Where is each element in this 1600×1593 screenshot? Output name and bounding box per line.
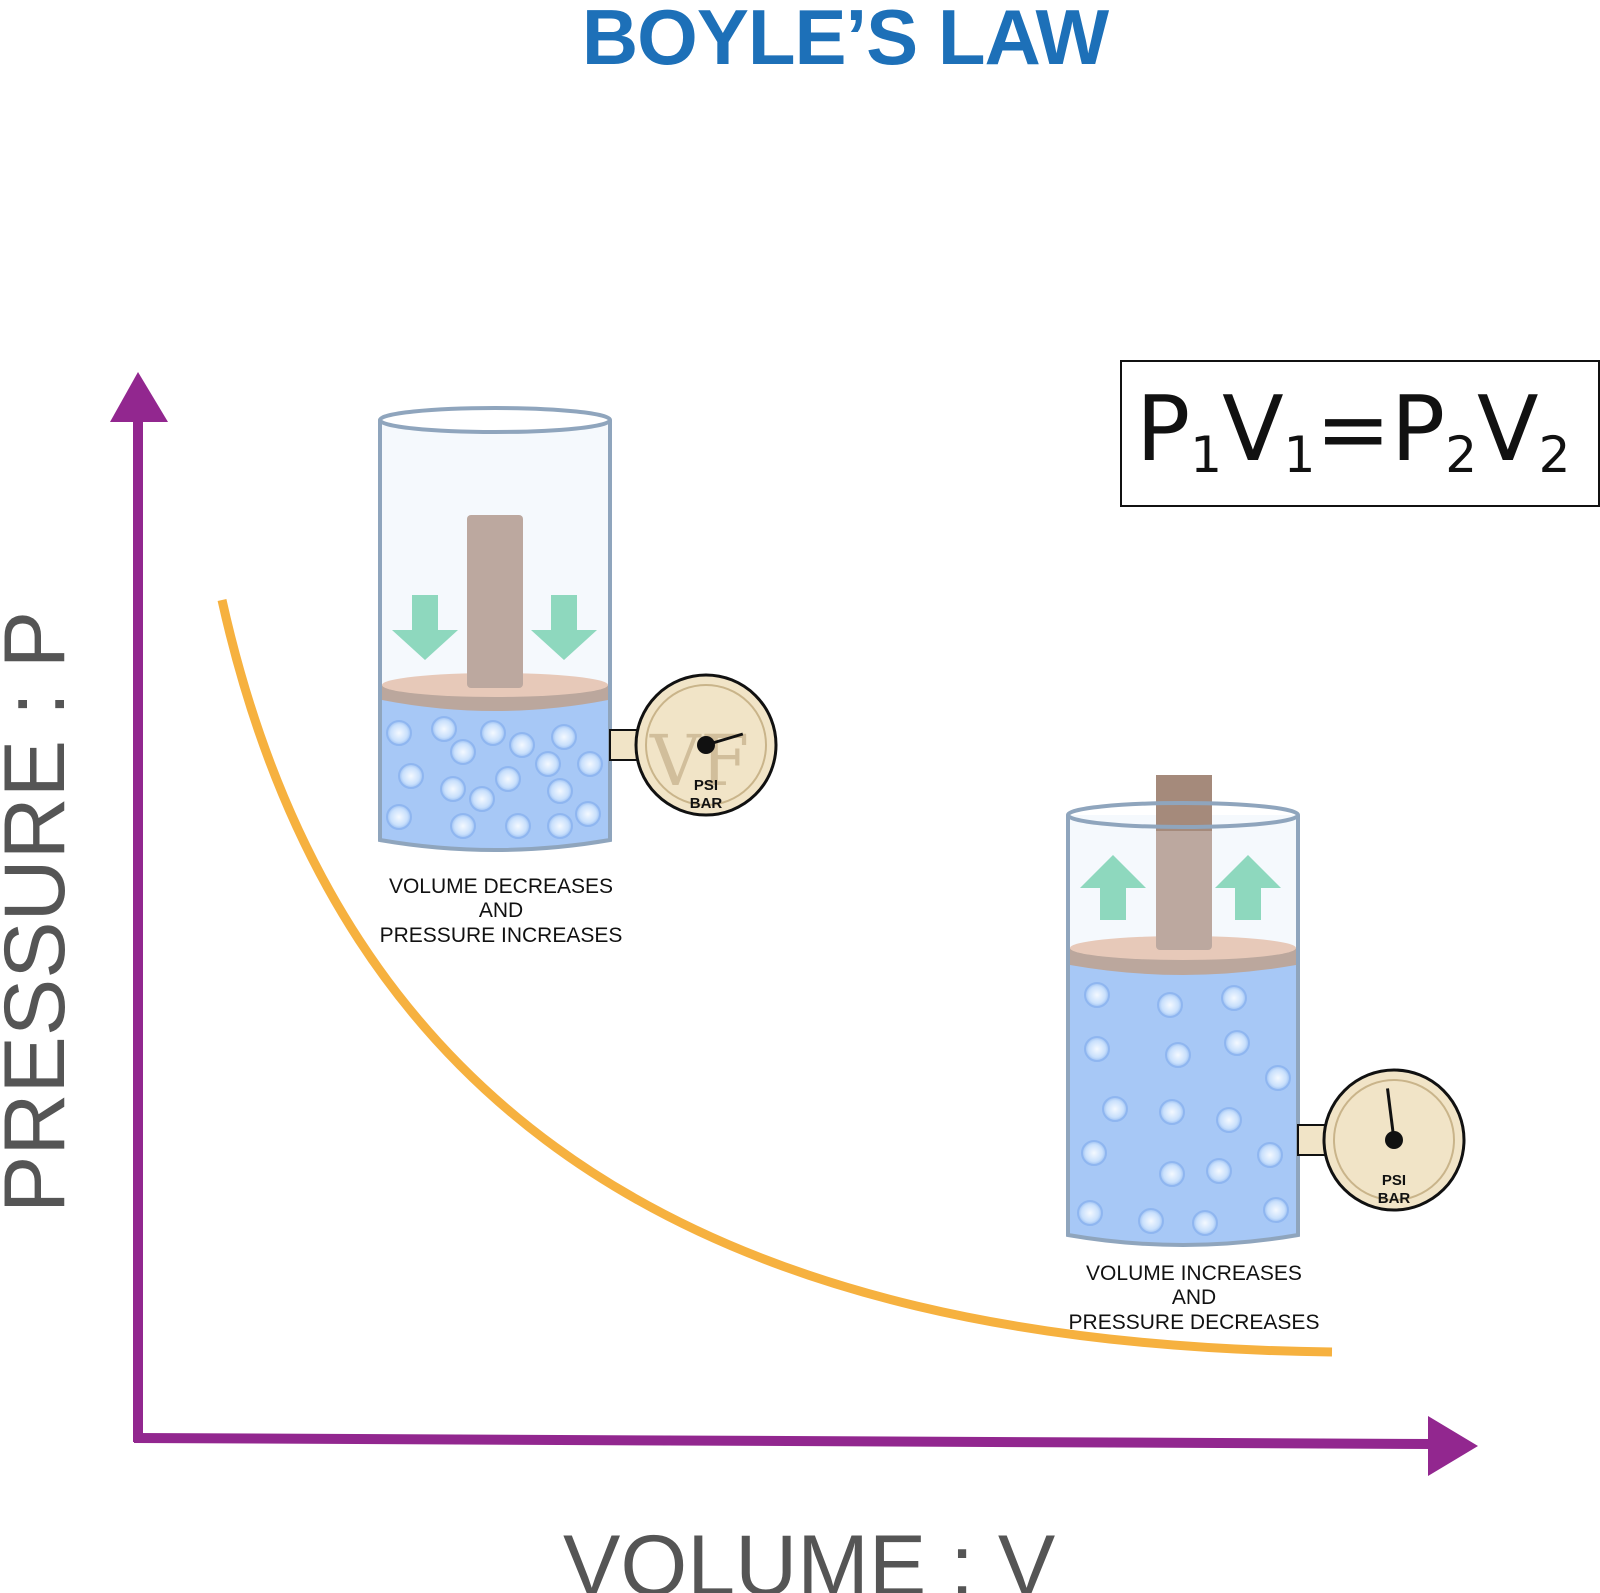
right-caption-line1: VOLUME INCREASES bbox=[1086, 1262, 1302, 1285]
formula-equals: = bbox=[1315, 377, 1390, 482]
gas-molecule bbox=[535, 751, 561, 777]
gas-molecule bbox=[386, 720, 412, 746]
gas-molecule bbox=[386, 804, 412, 830]
y-axis bbox=[110, 372, 168, 1442]
gas-molecule bbox=[450, 813, 476, 839]
gauge-label-psi: PSI bbox=[694, 777, 718, 794]
down-arrow-icon bbox=[392, 595, 458, 660]
y-axis-label: PRESSURE : P bbox=[0, 611, 83, 1213]
gas-molecule bbox=[1221, 985, 1247, 1011]
gas-molecule bbox=[1263, 1197, 1289, 1223]
formula-text: P1V1=P2V2 bbox=[1136, 377, 1570, 484]
formula-v1: V bbox=[1222, 377, 1284, 482]
gas-molecule bbox=[1077, 1200, 1103, 1226]
gas-molecule bbox=[547, 813, 573, 839]
piston-rod bbox=[467, 515, 523, 688]
watermark: VF bbox=[649, 720, 749, 802]
x-axis bbox=[133, 1416, 1478, 1476]
gas-molecules bbox=[386, 716, 603, 839]
compressed-cylinder: VF PSI BAR bbox=[378, 406, 778, 852]
gas-molecule bbox=[575, 801, 601, 827]
gas-molecule bbox=[509, 732, 535, 758]
formula-p1: P bbox=[1136, 377, 1190, 482]
gas-molecule bbox=[1224, 1030, 1250, 1056]
left-caption-line1: VOLUME DECREASES bbox=[389, 875, 613, 898]
gas-molecule bbox=[505, 813, 531, 839]
gas-molecule bbox=[547, 778, 573, 804]
gas-molecule bbox=[1102, 1096, 1128, 1122]
formula-v2: V bbox=[1477, 377, 1539, 482]
expanded-gas bbox=[1069, 955, 1297, 1245]
down-arrow-icon bbox=[531, 595, 597, 660]
x-axis-label: VOLUME : V bbox=[563, 1518, 1055, 1593]
up-arrow-icon bbox=[1080, 855, 1146, 920]
left-caption-line2: AND bbox=[479, 899, 523, 922]
gas-molecule bbox=[1165, 1042, 1191, 1068]
gas-molecule bbox=[480, 720, 506, 746]
formula-p2: P bbox=[1391, 377, 1445, 482]
formula-box: P1V1=P2V2 bbox=[1120, 360, 1600, 507]
gauge-label-bar: BAR bbox=[1378, 1190, 1411, 1207]
gas-molecule bbox=[1265, 1065, 1291, 1091]
page-title: BOYLE’S LAW bbox=[581, 0, 1109, 81]
pressure-volume-curve bbox=[217, 599, 1333, 1357]
gas-molecules bbox=[1077, 982, 1291, 1236]
gas-molecule bbox=[1084, 982, 1110, 1008]
gas-molecule bbox=[450, 739, 476, 765]
gas-molecule bbox=[1257, 1142, 1283, 1168]
gas-molecule bbox=[1159, 1161, 1185, 1187]
gas-molecule bbox=[1216, 1107, 1242, 1133]
gas-molecule bbox=[1081, 1140, 1107, 1166]
pressure-gauge: PSI BAR bbox=[1297, 1068, 1466, 1212]
gas-molecule bbox=[551, 724, 577, 750]
gas-molecule bbox=[577, 751, 603, 777]
pressure-gauge: VF PSI BAR bbox=[609, 673, 778, 817]
left-caption-line3: PRESSURE INCREASES bbox=[380, 924, 623, 947]
gas-molecule bbox=[1159, 1099, 1185, 1125]
gas-molecule bbox=[398, 763, 424, 789]
gas-molecule bbox=[1084, 1036, 1110, 1062]
gas-molecule bbox=[431, 716, 457, 742]
gauge-label-psi: PSI bbox=[1382, 1172, 1406, 1189]
gas-molecule bbox=[1157, 992, 1183, 1018]
gas-molecule bbox=[1206, 1158, 1232, 1184]
gas-molecule bbox=[1138, 1208, 1164, 1234]
right-caption-line2: AND bbox=[1172, 1286, 1216, 1309]
gas-molecule bbox=[440, 776, 466, 802]
up-arrow-icon bbox=[1215, 855, 1281, 920]
right-caption-line3: PRESSURE DECREASES bbox=[1069, 1311, 1320, 1334]
expanded-cylinder: PSI BAR bbox=[1066, 775, 1466, 1247]
gauge-label-bar: BAR bbox=[690, 795, 723, 812]
gas-molecule bbox=[495, 766, 521, 792]
gas-molecule bbox=[1192, 1210, 1218, 1236]
gas-molecule bbox=[469, 786, 495, 812]
